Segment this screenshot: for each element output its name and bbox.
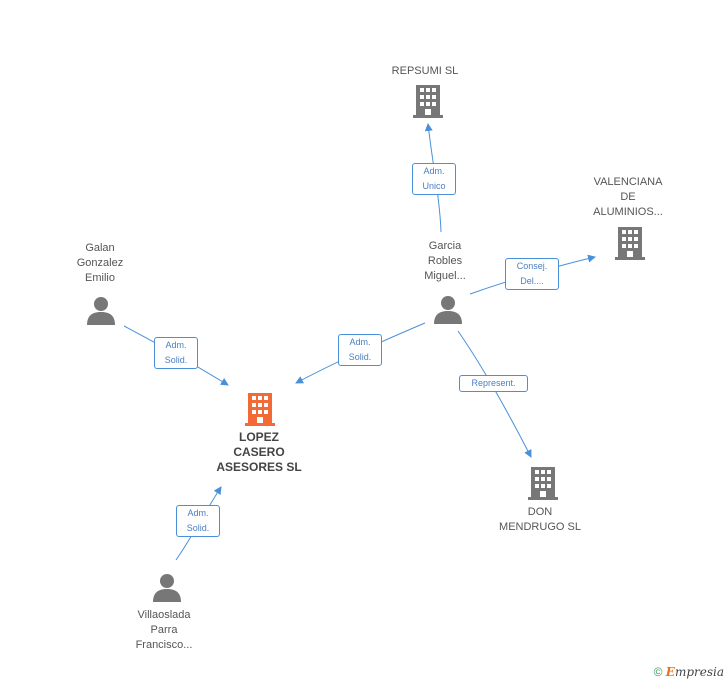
node-label-line: Francisco... xyxy=(135,639,193,651)
footer-brand: © Empresia xyxy=(654,665,724,679)
node-label-line: REPSUMI SL xyxy=(391,65,459,77)
building-icon[interactable] xyxy=(412,83,444,119)
node-label-line: ASESORES SL xyxy=(216,460,302,474)
node-label-line: Garcia xyxy=(428,240,462,252)
edge-label-line: Consej. xyxy=(516,261,548,271)
node-label-line: Parra xyxy=(150,624,178,636)
node-label-line: DON xyxy=(527,506,553,518)
edge-label-garcia-lopez[interactable]: Adm. Solid. xyxy=(338,334,382,366)
node-label-don[interactable]: DON MENDRUGO SL xyxy=(485,505,595,535)
node-label-line: Galan xyxy=(85,242,115,254)
edge-label-line: Solid. xyxy=(186,523,210,533)
edge-label-line: Adm. xyxy=(349,337,371,347)
building-icon[interactable] xyxy=(244,391,276,427)
node-label-line: Robles xyxy=(427,255,463,267)
copyright-icon: © xyxy=(653,665,663,679)
node-label-line: Villaoslada xyxy=(137,609,191,621)
edge-label-line: Adm. xyxy=(187,508,209,518)
node-label-lopez[interactable]: LOPEZ CASERO ASESORES SL xyxy=(204,430,314,475)
node-label-repsumi[interactable]: REPSUMI SL xyxy=(370,64,480,79)
edge-label-line: Adm. xyxy=(423,166,445,176)
node-label-line: ALUMINIOS... xyxy=(593,206,663,218)
node-label-line: MENDRUGO SL xyxy=(499,521,581,533)
building-icon[interactable] xyxy=(614,225,646,261)
node-label-line: CASERO xyxy=(233,445,285,459)
person-icon[interactable] xyxy=(152,573,182,603)
edge-label-garcia-don[interactable]: Represent. xyxy=(459,375,528,392)
edge-label-line: Unico xyxy=(422,181,446,191)
node-label-villaoslada[interactable]: Villaoslada Parra Francisco... xyxy=(109,608,219,653)
brand-logo-initial: E xyxy=(665,665,675,679)
node-label-line: Emilio xyxy=(85,272,115,284)
edge-label-galan-lopez[interactable]: Adm. Solid. xyxy=(154,337,198,369)
edge-label-garcia-repsumi[interactable]: Adm. Unico xyxy=(412,163,456,195)
node-label-line: VALENCIANA xyxy=(593,176,663,188)
person-icon[interactable] xyxy=(433,295,463,325)
node-label-galan[interactable]: Galan Gonzalez Emilio xyxy=(45,241,155,286)
edge-label-line: Adm. xyxy=(165,340,187,350)
brand-logo-rest: mpresia xyxy=(674,665,724,679)
node-label-line: LOPEZ xyxy=(238,430,279,444)
node-label-line: Gonzalez xyxy=(76,257,124,269)
edge-label-villaoslada-lopez[interactable]: Adm. Solid. xyxy=(176,505,220,537)
node-label-valenciana[interactable]: VALENCIANA DE ALUMINIOS... xyxy=(573,175,683,220)
brand-logo: Empresia xyxy=(666,665,724,679)
node-label-line: Miguel... xyxy=(424,270,466,282)
node-label-garcia[interactable]: Garcia Robles Miguel... xyxy=(390,239,500,284)
node-label-line: DE xyxy=(620,191,636,203)
edge-label-garcia-valenciana[interactable]: Consej. Del.... xyxy=(505,258,559,290)
building-icon[interactable] xyxy=(527,465,559,501)
edge-garcia-don xyxy=(457,330,532,458)
edge-label-line: Represent. xyxy=(471,378,516,388)
edge-label-line: Solid. xyxy=(164,355,188,365)
edge-label-line: Del.... xyxy=(520,276,544,286)
edge-label-line: Solid. xyxy=(348,352,372,362)
person-icon[interactable] xyxy=(86,296,116,326)
